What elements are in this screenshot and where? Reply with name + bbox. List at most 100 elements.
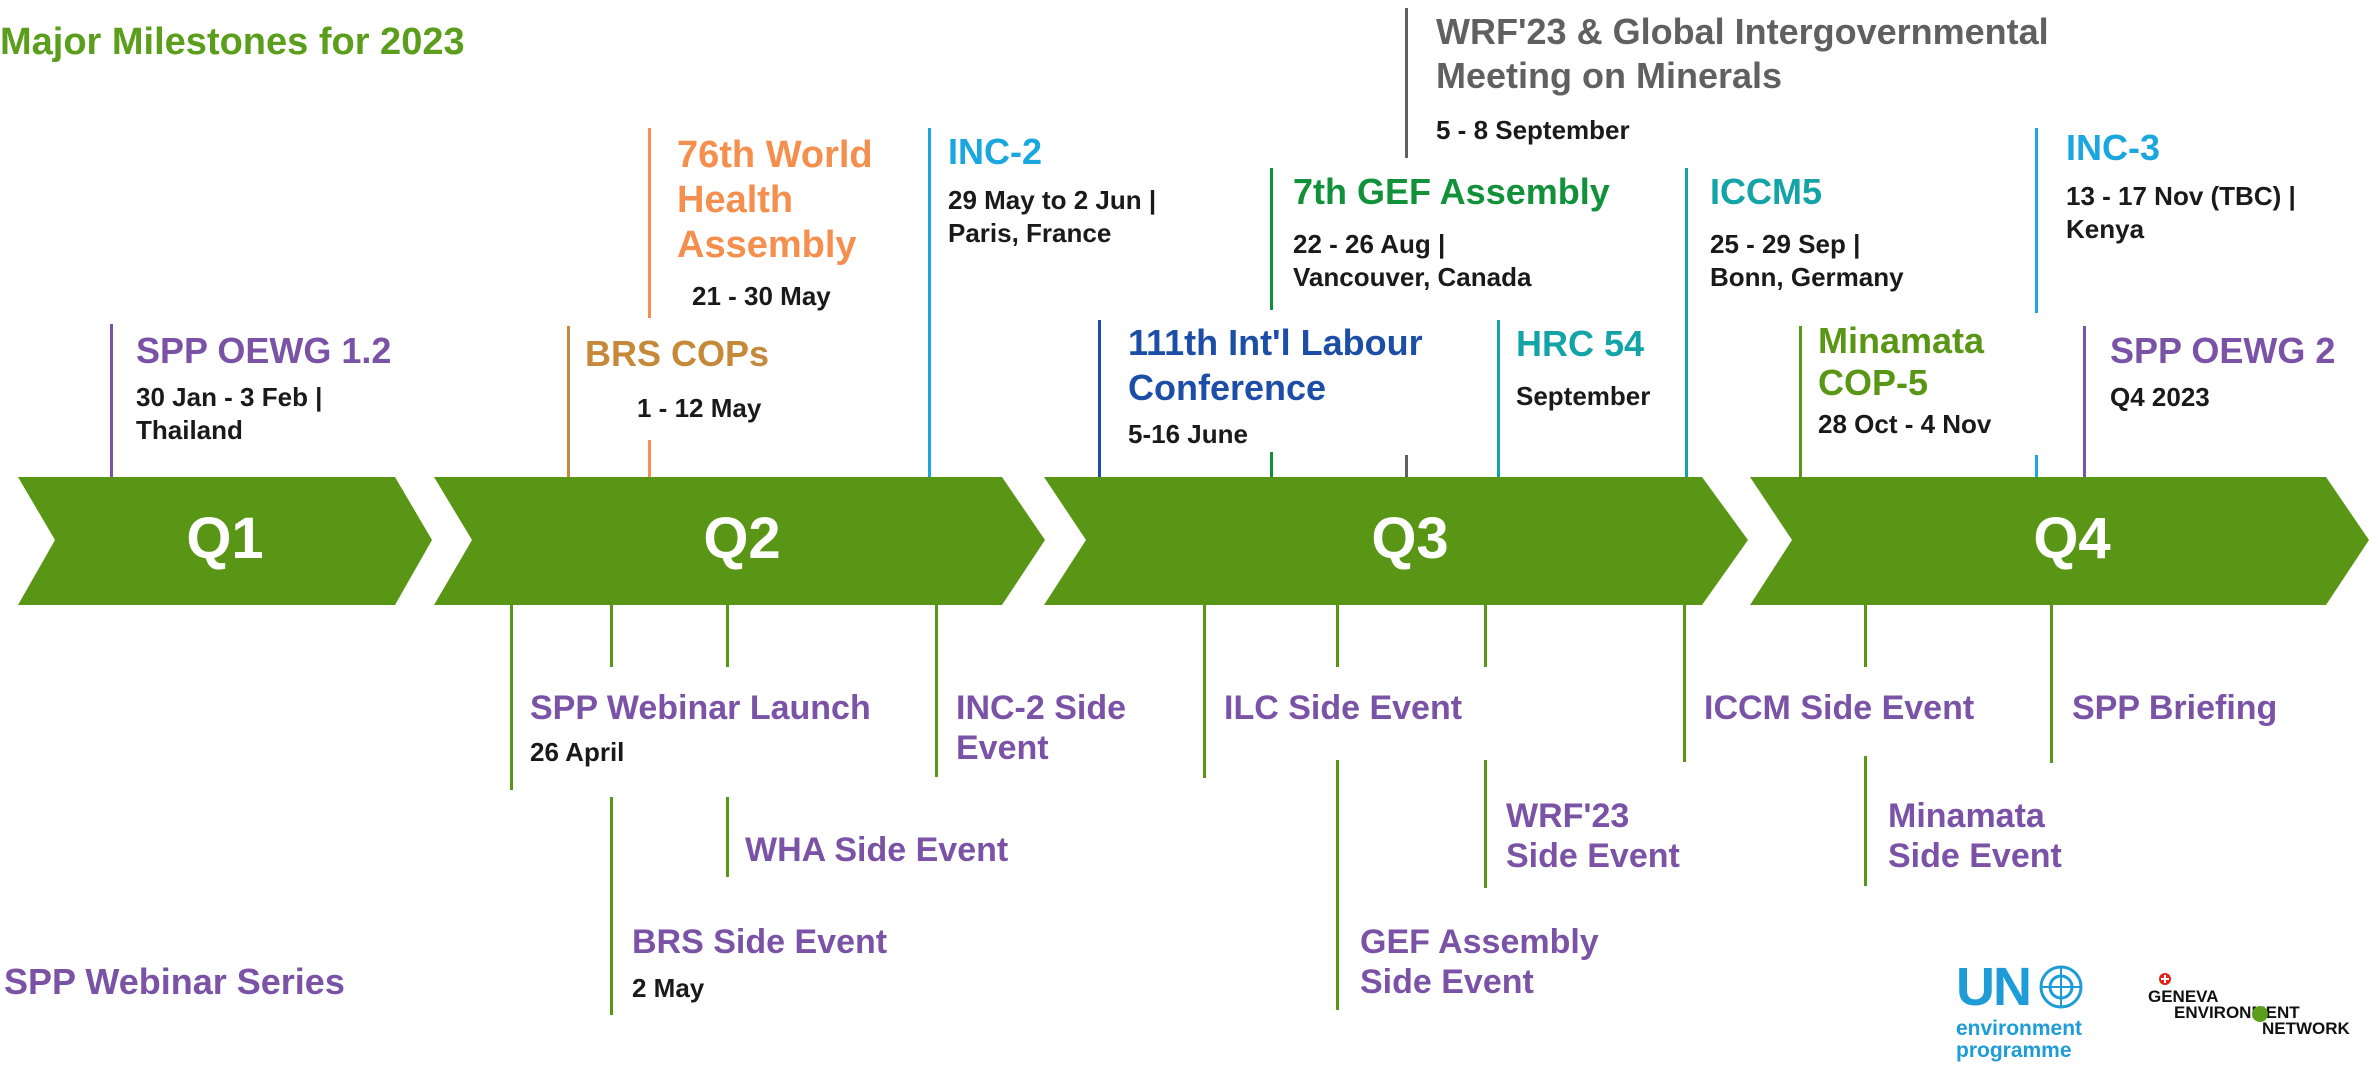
event-title: 76th World Health Assembly	[677, 134, 873, 266]
connector-minamata	[1799, 326, 1802, 477]
connector-oewg12	[110, 324, 113, 477]
event-spp-oewg-1-2: SPP OEWG 1.2 30 Jan - 3 Feb | Thailand	[136, 331, 436, 447]
event-title: Minamata COP-5	[1818, 320, 1985, 403]
side-event-iccm: ICCM Side Event	[1704, 688, 2024, 728]
event-title: WRF'23 & Global Intergovernmental Meetin…	[1436, 11, 2049, 96]
event-title: HRC 54	[1516, 323, 1645, 364]
connector-hrc	[1497, 320, 1500, 477]
spp-webinar-series-label: SPP Webinar Series	[4, 961, 345, 1002]
connector-gef-side-lower	[1336, 760, 1339, 1010]
side-event-wha: WHA Side Event	[745, 830, 1125, 870]
connector-inc2	[928, 128, 931, 477]
event-date: 2 May	[632, 973, 705, 1003]
connector-wrf-side	[1484, 605, 1487, 667]
side-event-wrf-23: WRF'23 Side Event	[1506, 796, 1766, 876]
event-spp-oewg-2: SPP OEWG 2 Q4 2023	[2110, 331, 2369, 414]
connector-wha-side	[726, 605, 729, 667]
connector-wrf-side-lower	[1484, 760, 1487, 888]
connector-gef-lower	[1270, 452, 1273, 477]
gen-logo-line1: GENEVA	[2148, 987, 2219, 1006]
event-title: GEF Assembly Side Event	[1360, 923, 1599, 1001]
connector-iccm	[1685, 168, 1688, 477]
connector-brs-cops	[567, 326, 570, 477]
unep-logo: UN environment programme	[1952, 956, 2102, 1068]
unep-logo-line2: programme	[1956, 1039, 2072, 1062]
event-title: SPP OEWG 1.2	[136, 330, 392, 371]
event-title: ILC Side Event	[1224, 689, 1463, 727]
connector-gef-side	[1336, 605, 1339, 667]
quarter-label-q2: Q2	[703, 506, 781, 571]
connector-brs-side-lower	[610, 797, 613, 1015]
side-event-gef-assembly: GEF Assembly Side Event	[1360, 922, 1680, 1002]
event-title: BRS COPs	[585, 333, 770, 374]
event-brs-cops: BRS COPs 1 - 12 May	[585, 334, 865, 425]
q3-arrow	[1044, 477, 1748, 605]
connector-wrf	[1405, 8, 1408, 158]
event-date: 13 - 17 Nov (TBC) | Kenya	[2066, 181, 2296, 244]
event-date: 26 April	[530, 737, 625, 767]
event-date: 28 Oct - 4 Nov	[1818, 409, 1992, 439]
event-wrf-23: WRF'23 & Global Intergovernmental Meetin…	[1436, 10, 2136, 147]
connector-minamata-side-lower	[1864, 756, 1867, 886]
event-title: ICCM5	[1710, 171, 1823, 212]
quarter-label-q1: Q1	[186, 506, 264, 571]
page-title: Major Milestones for 2023	[0, 21, 465, 63]
event-title: Minamata Side Event	[1888, 797, 2062, 875]
event-title: WHA Side Event	[745, 831, 1009, 869]
event-title: INC-3	[2066, 127, 2161, 168]
event-date: 5-16 June	[1128, 419, 1248, 449]
event-date: 1 - 12 May	[637, 393, 762, 423]
event-title: INC-2	[948, 131, 1043, 172]
event-iccm5: ICCM5 25 - 29 Sep | Bonn, Germany	[1710, 172, 1970, 294]
event-title: SPP Webinar Launch	[530, 689, 871, 727]
connector-inc3-lower	[2035, 455, 2038, 477]
event-date: 22 - 26 Aug | Vancouver, Canada	[1293, 229, 1532, 292]
quarter-label-q3: Q3	[1371, 506, 1449, 571]
event-date: 25 - 29 Sep | Bonn, Germany	[1710, 229, 1904, 292]
event-date: 21 - 30 May	[692, 281, 831, 311]
q1-arrow	[18, 477, 432, 605]
event-inc-3: INC-3 13 - 17 Nov (TBC) | Kenya	[2066, 128, 2346, 246]
event-gef-assembly: 7th GEF Assembly 22 - 26 Aug | Vancouver…	[1293, 172, 1693, 294]
event-title: SPP Briefing	[2072, 689, 2278, 727]
gen-logo-line3: NETWORK	[2262, 1019, 2350, 1038]
q4-arrow	[1750, 477, 2369, 605]
swiss-cross-icon	[2159, 973, 2171, 985]
connector-wha-lower	[648, 440, 651, 477]
un-emblem-icon	[2039, 965, 2083, 1009]
connector-ilc-side	[1203, 605, 1206, 778]
connector-brs-side	[610, 605, 613, 667]
event-date: September	[1516, 381, 1651, 411]
event-title: WRF'23 Side Event	[1506, 797, 1680, 875]
event-hrc-54: HRC 54 September	[1516, 324, 1716, 413]
event-title: 111th Int'l Labour Conference	[1128, 322, 1423, 408]
event-title: INC-2 Side Event	[956, 689, 1127, 767]
event-ilo-conference: 111th Int'l Labour Conference 5-16 June	[1128, 320, 1508, 451]
side-event-ilc: ILC Side Event	[1224, 688, 1524, 728]
connector-gef	[1270, 168, 1273, 310]
side-event-minamata: Minamata Side Event	[1888, 796, 2148, 876]
event-title: 7th GEF Assembly	[1293, 171, 1610, 212]
connector-inc2-side	[935, 605, 938, 777]
q2-arrow	[434, 477, 1045, 605]
event-date: 29 May to 2 Jun | Paris, France	[948, 185, 1157, 248]
connector-minamata-side	[1864, 605, 1867, 667]
geneva-environment-network-logo: GENEVA ENVIRONMENT NETWORK	[2140, 968, 2369, 1068]
connector-spp-briefing	[2050, 605, 2053, 763]
side-event-spp-webinar-launch: SPP Webinar Launch 26 April	[530, 688, 950, 769]
event-date: Q4 2023	[2110, 382, 2210, 412]
event-title: SPP OEWG 2	[2110, 331, 2336, 371]
unep-logo-line1: environment	[1956, 1017, 2083, 1040]
connector-wha	[648, 128, 651, 318]
side-event-inc-2: INC-2 Side Event	[956, 688, 1216, 768]
unep-logo-main: UN	[1956, 957, 2032, 1017]
side-event-brs: BRS Side Event 2 May	[632, 922, 1012, 1005]
event-title: ICCM Side Event	[1704, 689, 1975, 727]
connector-ilc	[1098, 320, 1101, 477]
event-inc-2: INC-2 29 May to 2 Jun | Paris, France	[948, 132, 1208, 250]
event-title: BRS Side Event	[632, 923, 888, 961]
green-globe-icon	[2252, 1006, 2268, 1022]
event-date: 30 Jan - 3 Feb | Thailand	[136, 382, 323, 445]
